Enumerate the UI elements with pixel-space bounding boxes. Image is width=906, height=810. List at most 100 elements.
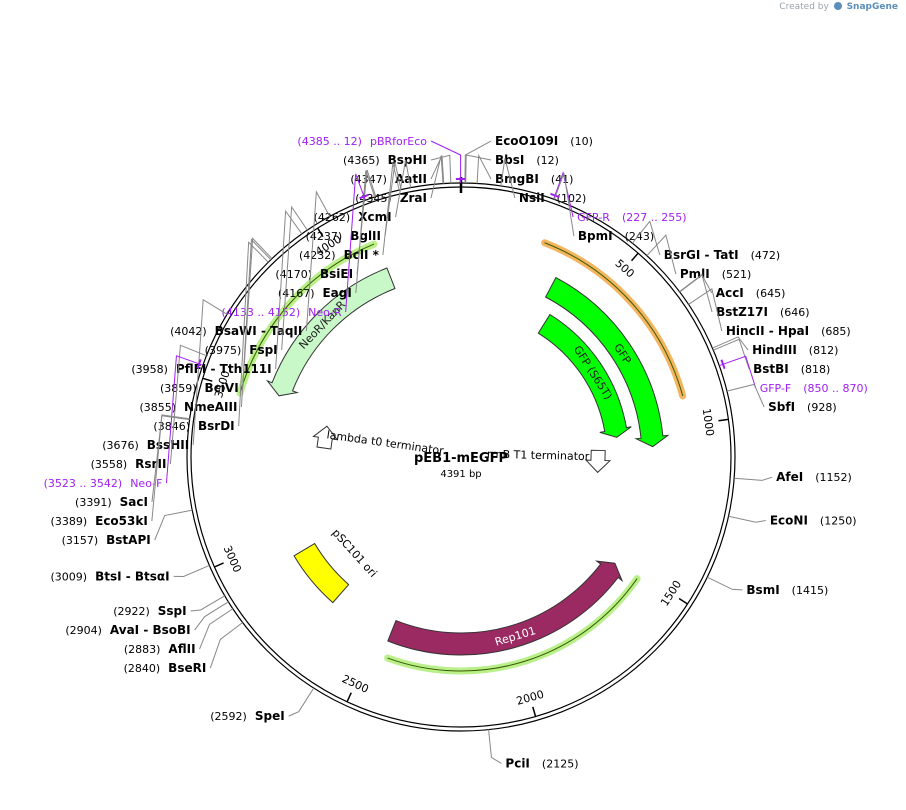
enzyme-label-eagi[interactable]: EagI(4167): [278, 286, 352, 300]
enzyme-label-bglii[interactable]: BglII (4237): [306, 229, 381, 243]
enzyme-name: PciI: [505, 756, 530, 770]
enzyme-name: EcoO109I: [495, 134, 558, 148]
enzyme-leader-bmgbi: [476, 153, 492, 184]
feature-label-psc101-ori: pSC101 ori: [329, 526, 379, 580]
primer-leader-neo-r: [345, 173, 366, 313]
enzyme-position: (2922): [113, 605, 150, 618]
tick-500: [630, 252, 639, 262]
enzyme-label-sspi[interactable]: SspI(2922): [113, 604, 186, 618]
enzyme-label-bstz17i[interactable]: BstZ17I(646): [716, 305, 809, 319]
enzyme-name: RsrII: [135, 457, 166, 471]
enzyme-label-bsiei[interactable]: BsiEI(4170): [275, 267, 353, 281]
tick-2000: [532, 706, 537, 717]
enzyme-name: EcoNI: [770, 513, 808, 527]
enzyme-leader-nmeaiii: [240, 238, 272, 408]
tick-label-1000: 1000: [700, 407, 717, 437]
enzyme-label-ecoo109i[interactable]: EcoO109I(10): [495, 134, 593, 148]
enzyme-leader-bsshii: [192, 298, 228, 446]
primer-name: Neo-F: [130, 477, 162, 490]
primer-label-neo-r[interactable]: Neo-R(4133 .. 4152): [222, 306, 342, 319]
site-labels: EcoO109I(10) BbsI(12) BmgBI(41) NsiI(102) GF…: [44, 134, 868, 770]
enzyme-label-aatii[interactable]: AatII(4347): [350, 172, 427, 186]
enzyme-label-nsii[interactable]: NsiI(102): [519, 191, 586, 205]
enzyme-position: (4237): [306, 230, 343, 243]
enzyme-label-bcivi[interactable]: BciVI(3859): [160, 381, 239, 395]
enzyme-position: (1415): [792, 584, 829, 597]
enzyme-leader-zrai: [430, 155, 444, 199]
tick-1500: [678, 597, 688, 605]
enzyme-leader-bsrdi: [238, 241, 269, 427]
enzyme-label-hincii-hpai[interactable]: HincII - HpaI(685): [726, 324, 851, 338]
enzyme-name: PmlI: [680, 267, 710, 281]
enzyme-label-aflii[interactable]: AflII(2883): [124, 642, 196, 656]
primer-range: (3523 .. 3542): [44, 477, 123, 490]
enzyme-position: (2883): [124, 643, 161, 656]
primer-leader-gfp-f: [719, 355, 757, 389]
enzyme-label-nmeaiii[interactable]: NmeAIII (3855): [139, 400, 237, 414]
enzyme-position: (4365): [343, 154, 380, 167]
enzyme-label-bbsi[interactable]: BbsI(12): [495, 153, 559, 167]
enzyme-leader-bsawi-taqii: [305, 190, 331, 332]
enzyme-label-pcii[interactable]: PciI(2125): [505, 756, 578, 770]
primer-label-neo-f[interactable]: Neo-F (3523 .. 3542): [44, 477, 163, 490]
primer-label-gfp-f[interactable]: GFP-F(850 .. 870): [760, 382, 868, 395]
tick-label-500: 500: [612, 257, 636, 281]
enzyme-label-bcli[interactable]: BclI *(4232): [299, 248, 380, 262]
enzyme-label-pmli[interactable]: PmlI(521): [680, 267, 751, 281]
primer-label-pbrforeco[interactable]: pBRforEco(4385 .. 12): [297, 135, 427, 148]
tick-label-2000: 2000: [515, 688, 546, 708]
enzyme-name: FspI: [249, 343, 277, 357]
enzyme-name: BglII: [350, 229, 381, 243]
enzyme-name: BsrDI: [198, 419, 235, 433]
enzyme-position: (2840): [124, 662, 161, 675]
enzyme-label-rsrii[interactable]: RsrII (3558): [91, 457, 167, 471]
enzyme-position: (3676): [102, 439, 139, 452]
credit-prefix: Created by: [779, 2, 829, 12]
enzyme-label-avai-bsobi[interactable]: AvaI - BsoBI(2904): [65, 623, 190, 637]
plasmid-size: 4391 bp: [440, 469, 481, 480]
enzyme-position: (3558): [91, 458, 128, 471]
enzyme-label-bstbi[interactable]: BstBI(818): [753, 362, 830, 376]
enzyme-label-bpmi[interactable]: BpmI(243): [578, 229, 654, 243]
enzyme-label-bsphi[interactable]: BspHI(4365): [343, 153, 427, 167]
enzyme-name: NmeAIII: [184, 400, 237, 414]
enzyme-label-pflfi-tth111i[interactable]: PflFI - Tth111I(3958): [131, 362, 271, 376]
primer-label-gfp-r[interactable]: GFP-R(227 .. 255): [577, 211, 686, 224]
enzyme-name: BpmI: [578, 229, 613, 243]
enzyme-label-xcmi[interactable]: XcmI(4262): [314, 210, 392, 224]
enzyme-leader-bbsi: [465, 154, 492, 184]
feature-gfp: [544, 276, 670, 448]
enzyme-leader-pmli: [646, 234, 677, 275]
enzyme-position: (646): [780, 306, 810, 319]
enzyme-leader-spei: [288, 687, 315, 717]
enzyme-label-bsrgi-tati[interactable]: BsrGI - TatI(472): [664, 248, 780, 262]
enzyme-label-bsawi-taqii[interactable]: BsaWI - TaqII(4042): [170, 324, 302, 338]
enzyme-label-bmgbi[interactable]: BmgBI(41): [495, 172, 573, 186]
tick-1000: [718, 418, 729, 422]
enzyme-leader-eco53ki: [151, 415, 190, 522]
enzyme-label-sbfi[interactable]: SbfI(928): [768, 400, 837, 414]
enzyme-leader-bseri: [209, 622, 243, 669]
enzyme-label-fspi[interactable]: FspI(3975): [205, 343, 278, 357]
enzyme-label-bsshii[interactable]: BssHII(3676): [102, 438, 189, 452]
enzyme-label-bseri[interactable]: BseRI(2840): [124, 661, 207, 675]
enzyme-label-spei[interactable]: SpeI(2592): [210, 709, 284, 723]
enzyme-label-btsi-bts-i[interactable]: BtsI - BtsαI(3009): [50, 569, 169, 583]
enzyme-leader-bstbi: [713, 338, 750, 370]
enzyme-leader-eagi: [355, 170, 376, 294]
tick-label-3000: 3000: [221, 544, 244, 575]
tick-label-1500: 1500: [658, 578, 684, 609]
enzyme-label-bsmi[interactable]: BsmI(1415): [746, 583, 828, 597]
plasmid-name: pEB1-mEGFP: [414, 451, 508, 466]
enzyme-label-bstapi[interactable]: BstAPI(3157): [62, 533, 151, 547]
enzyme-label-acci[interactable]: AccI(645): [716, 286, 786, 300]
enzyme-label-econi[interactable]: EcoNI(1250): [770, 513, 857, 527]
enzyme-label-bsrdi[interactable]: BsrDI(3846): [153, 419, 234, 433]
enzyme-name: SacI: [120, 495, 148, 509]
enzyme-label-afei[interactable]: AfeI(1152): [776, 470, 852, 484]
enzyme-label-saci[interactable]: SacI(3391): [75, 495, 148, 509]
enzyme-label-hindiii[interactable]: HindIII(812): [752, 343, 838, 357]
enzyme-position: (3855): [139, 401, 176, 414]
enzyme-label-eco53ki[interactable]: Eco53kI(3389): [51, 514, 148, 528]
